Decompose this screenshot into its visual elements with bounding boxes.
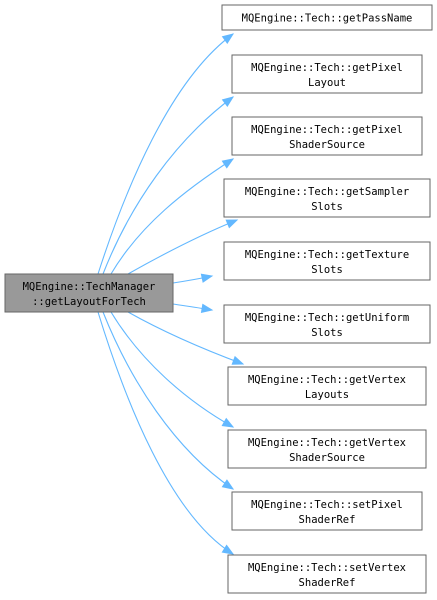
root-node-label-line-2: ::getLayoutForTech	[32, 296, 146, 308]
arrowhead-9	[221, 479, 235, 490]
callee-node-box	[221, 4, 433, 31]
callee-node-label-line-1: MQEngine::Tech::getUniform	[245, 312, 409, 324]
edges	[97, 33, 245, 555]
callee-node-label-line-1: MQEngine::Tech::getPixel	[251, 124, 403, 136]
arrowhead-8	[221, 417, 235, 428]
callee-node-box	[223, 304, 431, 344]
callee-node-label-line-2: Layout	[308, 77, 346, 89]
edge-3	[110, 158, 234, 275]
root-node-label-line-1: MQEngine::TechManager	[23, 281, 156, 293]
arrowhead-1	[221, 33, 235, 45]
callee-node-get-pixel-layout[interactable]: MQEngine::Tech::getPixel Layout	[231, 54, 423, 94]
edge-7	[127, 311, 244, 365]
callee-node-box	[231, 491, 423, 531]
callee-node-label-line-2: Slots	[311, 327, 343, 339]
callee-node-box	[227, 554, 427, 594]
callee-node-label-line-2: ShaderSource	[289, 139, 365, 151]
callee-node-set-pixel-shader-ref[interactable]: MQEngine::Tech::setPixel ShaderRef	[231, 491, 423, 531]
arrowhead-10	[221, 544, 235, 555]
arrowhead-3	[221, 158, 235, 169]
edge-1	[97, 33, 234, 275]
callee-node-label-line-2: ShaderRef	[299, 514, 356, 526]
edge-8	[110, 311, 234, 428]
callee-node-label-line-2: ShaderRef	[299, 577, 356, 589]
callee-node-label-line-1: MQEngine::Tech::getVertex	[248, 374, 406, 386]
callee-node-box	[231, 54, 423, 94]
callee-node-get-texture-slots[interactable]: MQEngine::Tech::getTexture Slots	[223, 241, 431, 281]
callee-node-box	[231, 116, 423, 156]
callee-node-get-uniform-slots[interactable]: MQEngine::Tech::getUniform Slots	[223, 304, 431, 344]
arrowhead-5	[200, 273, 214, 283]
callee-node-box	[223, 178, 431, 218]
edge-9	[102, 311, 234, 490]
callee-node-get-vertex-layouts[interactable]: MQEngine::Tech::getVertex Layouts	[227, 366, 427, 406]
arrowhead-7	[231, 355, 245, 365]
root-node-box	[4, 273, 174, 313]
edge-10	[97, 311, 234, 555]
callee-node-label-line-1: MQEngine::Tech::getTexture	[245, 249, 409, 261]
callee-node-label-line-2: ShaderSource	[289, 452, 365, 464]
callee-node-label-line-1: MQEngine::Tech::getVertex	[248, 437, 406, 449]
edge-4	[127, 219, 238, 275]
callee-node-get-pass-name[interactable]: MQEngine::Tech::getPassName	[221, 4, 433, 31]
root-node[interactable]: MQEngine::TechManager ::getLayoutForTech	[4, 273, 174, 313]
arrowhead-6	[200, 303, 214, 313]
callee-node-label-line-1: MQEngine::Tech::setPixel	[251, 499, 403, 511]
callee-node-box	[223, 241, 431, 281]
callee-node-label-line-1: MQEngine::Tech::getPixel	[251, 62, 403, 74]
arrowhead-4	[225, 219, 239, 229]
callee-node-label-line-1: MQEngine::Tech::getSampler	[245, 186, 409, 198]
callee-node-set-vertex-shader-ref[interactable]: MQEngine::Tech::setVertex ShaderRef	[227, 554, 427, 594]
callee-node-label-line-1: MQEngine::Tech::setVertex	[248, 562, 406, 574]
callee-node-get-vertex-shader-source[interactable]: MQEngine::Tech::getVertex ShaderSource	[227, 429, 427, 469]
arrowhead-2	[221, 96, 235, 108]
callee-node-label-line-2: Slots	[311, 201, 343, 213]
callee-node-box	[227, 429, 427, 469]
callee-node-box	[227, 366, 427, 406]
callee-node-get-pixel-shader-source[interactable]: MQEngine::Tech::getPixel ShaderSource	[231, 116, 423, 156]
edge-2	[102, 96, 234, 275]
callee-node-label-line-2: Layouts	[305, 389, 349, 401]
callee-node-label-line-1: MQEngine::Tech::getPassName	[242, 13, 413, 25]
callee-node-get-sampler-slots[interactable]: MQEngine::Tech::getSampler Slots	[223, 178, 431, 218]
callee-node-label-line-2: Slots	[311, 264, 343, 276]
